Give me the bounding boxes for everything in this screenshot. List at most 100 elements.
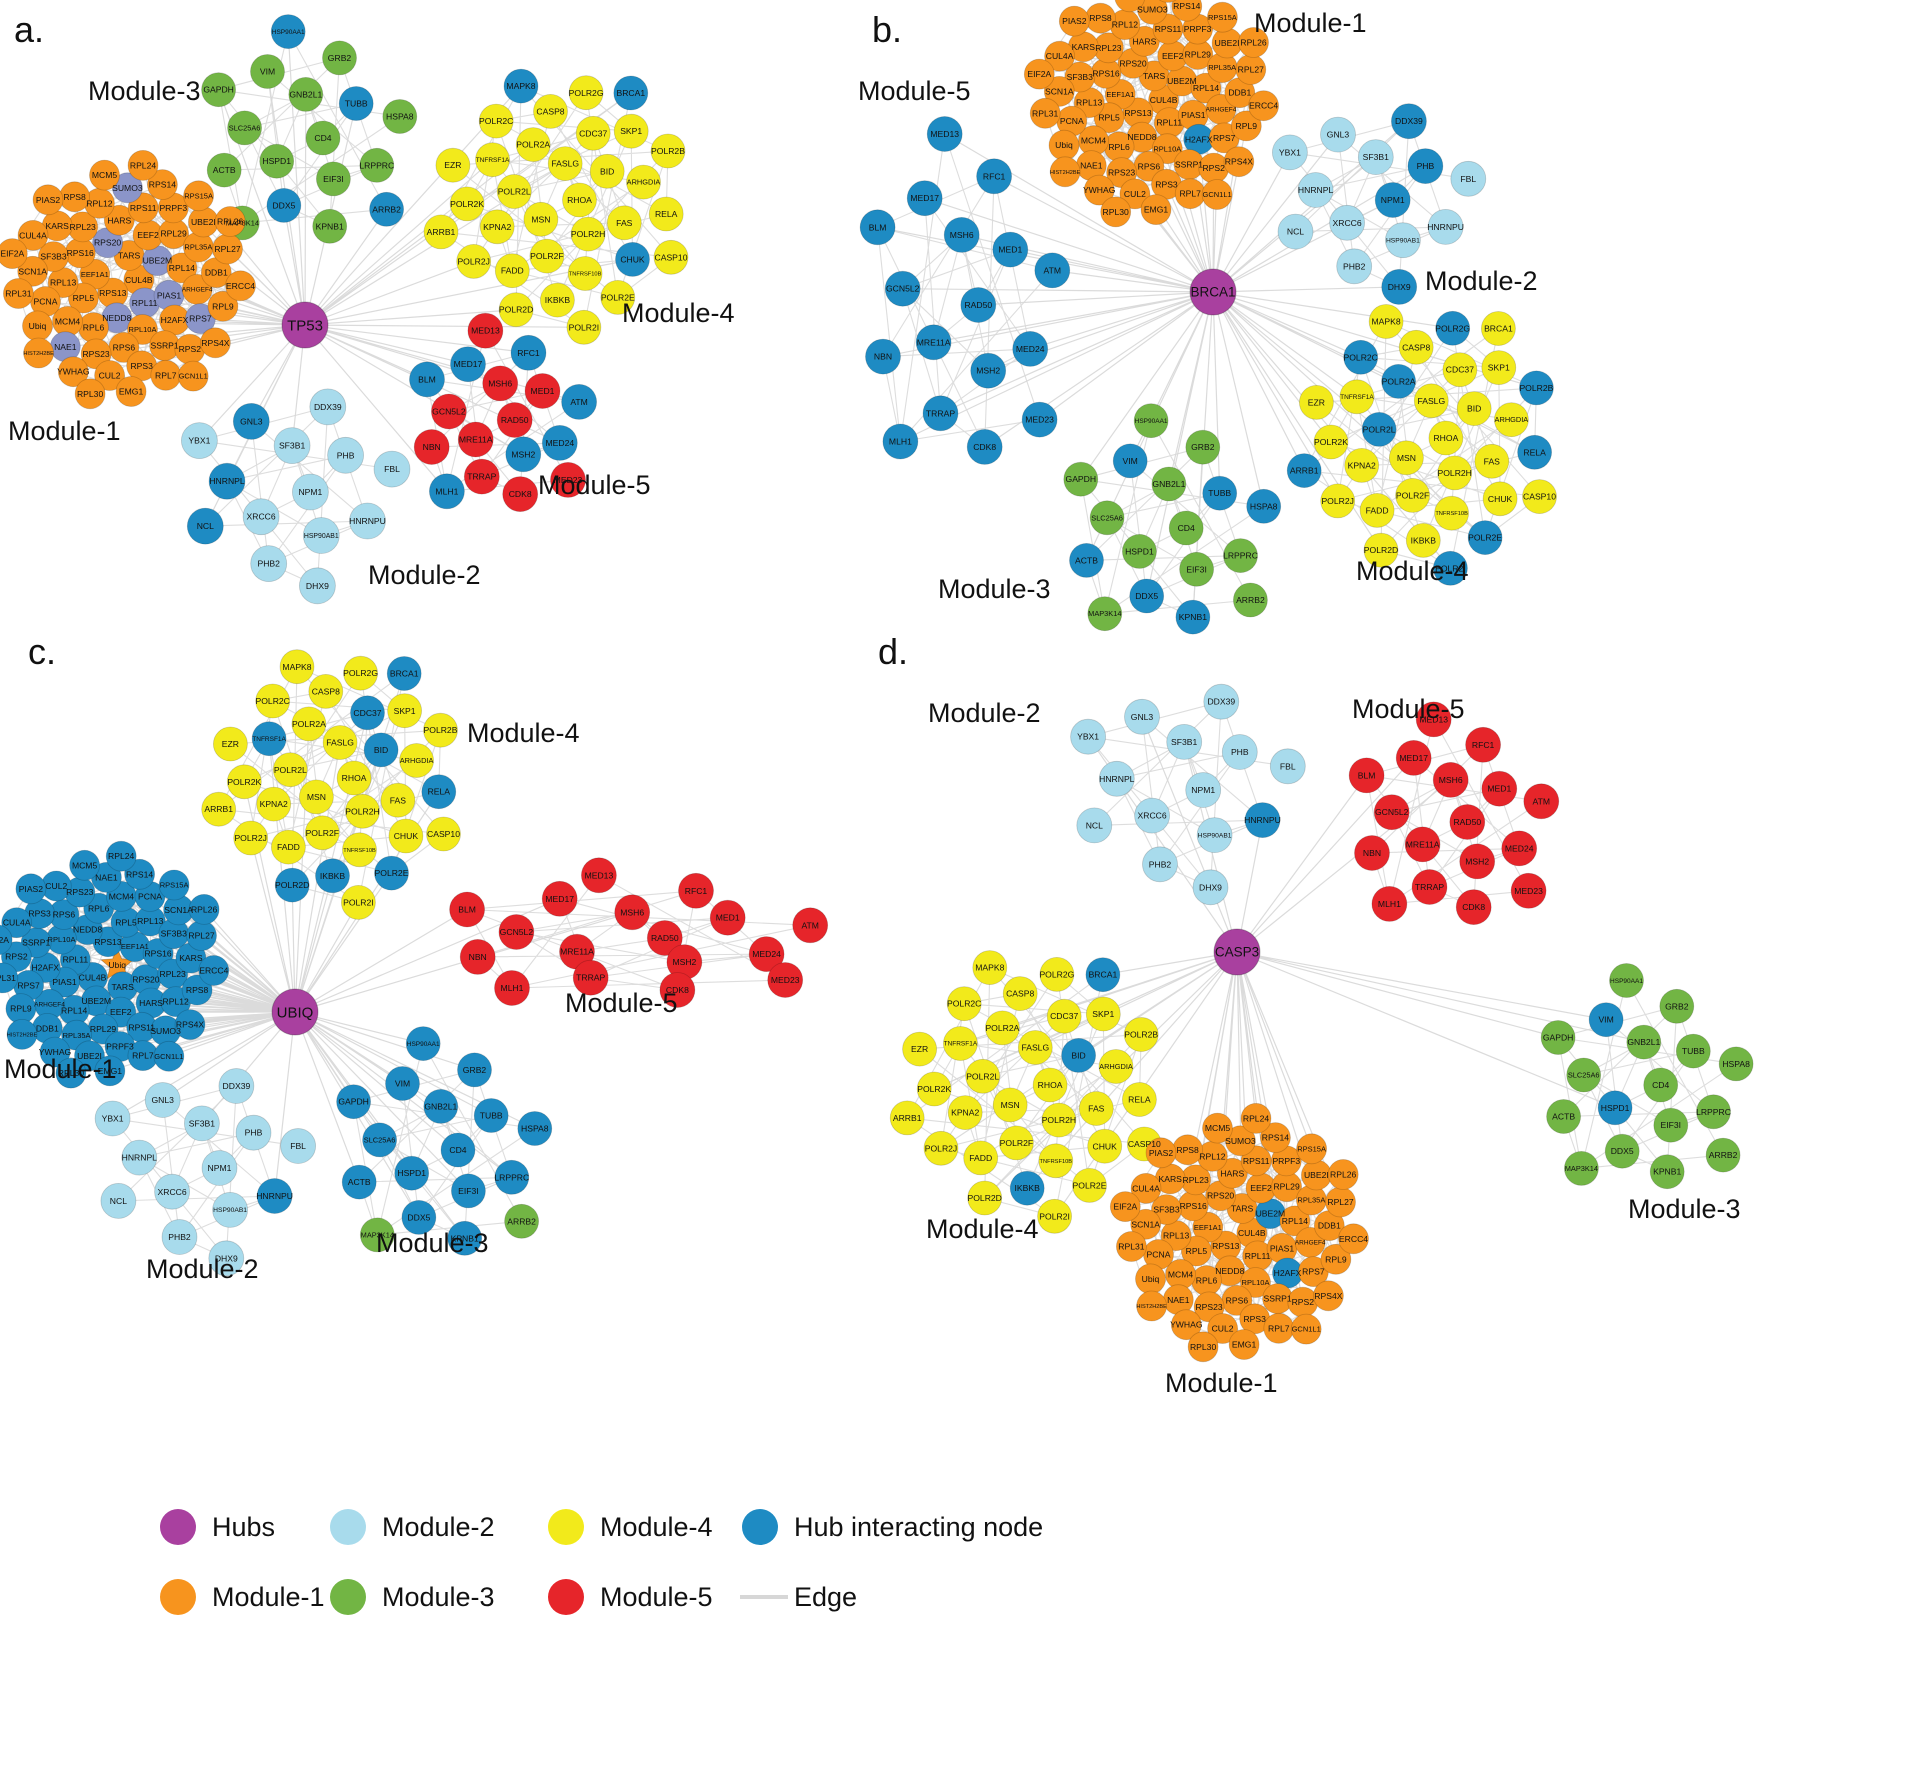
node-polr2c[interactable] (946, 986, 982, 1022)
node-cul4a[interactable] (17, 219, 49, 251)
node-polr2j[interactable] (923, 1130, 959, 1166)
node-rpl5[interactable] (1181, 1235, 1212, 1267)
node-brca1[interactable] (1481, 311, 1516, 346)
node-sf3b1[interactable] (183, 1105, 220, 1142)
node-rpl30[interactable] (1100, 196, 1132, 228)
node-rfc1[interactable] (678, 872, 714, 909)
node-hnrnpl[interactable] (121, 1139, 158, 1176)
node-polr2d[interactable] (274, 867, 310, 903)
node-rpl24[interactable] (1240, 1103, 1272, 1134)
node-polr2c[interactable] (1343, 339, 1379, 375)
node-polr2h[interactable] (1041, 1102, 1077, 1138)
node-actb[interactable] (1069, 543, 1104, 578)
node-polr2d[interactable] (967, 1180, 1003, 1216)
node-mcm5[interactable] (69, 849, 100, 881)
node-gnl3[interactable] (144, 1082, 181, 1118)
node-med24[interactable] (541, 424, 578, 461)
node-brca1[interactable] (1085, 957, 1121, 993)
node-ercc4[interactable] (225, 270, 256, 302)
node-cul4a[interactable] (1130, 1173, 1162, 1204)
node-casp10[interactable] (426, 816, 461, 852)
node-rpl26[interactable] (214, 206, 246, 237)
node-polr2f[interactable] (529, 238, 565, 274)
node-rpl30[interactable] (55, 1057, 87, 1089)
node-med1[interactable] (524, 373, 561, 409)
node-dhx9[interactable] (1381, 268, 1418, 305)
node-hnrnpl[interactable] (1297, 172, 1334, 208)
node-chuk[interactable] (1087, 1128, 1123, 1164)
node-rpl9[interactable] (1320, 1243, 1352, 1275)
node-casp10[interactable] (1522, 479, 1557, 515)
node-tnfrsf1a[interactable] (943, 1026, 978, 1061)
node-tnfrsf1a[interactable] (251, 721, 287, 757)
node-ercc4[interactable] (1248, 90, 1279, 122)
node-med17[interactable] (906, 180, 943, 217)
node-gapdh[interactable] (336, 1084, 372, 1120)
node-mapk8[interactable] (503, 68, 539, 104)
node-cdc37[interactable] (1046, 998, 1082, 1034)
node-polr2d[interactable] (1363, 532, 1399, 568)
node-ercc4[interactable] (198, 955, 230, 986)
node-hsp90ab1[interactable] (212, 1192, 249, 1228)
node-kpna2[interactable] (256, 786, 292, 822)
node-lrpprc[interactable] (1696, 1094, 1731, 1130)
node-cdc37[interactable] (1442, 352, 1478, 388)
node-gcn5l2[interactable] (884, 270, 921, 307)
node-vim[interactable] (1588, 1002, 1624, 1038)
node-polr2l[interactable] (965, 1058, 1001, 1094)
node-polr2e[interactable] (1467, 520, 1503, 555)
node-hars[interactable] (103, 204, 135, 236)
node-ncl[interactable] (100, 1183, 137, 1219)
node-blm[interactable] (1348, 757, 1385, 794)
node-mcm5[interactable] (89, 159, 120, 191)
node-kpna2[interactable] (1344, 447, 1380, 483)
node-slc25a6[interactable] (227, 110, 263, 146)
node-ikbkb[interactable] (1405, 523, 1441, 558)
node-rps15a[interactable] (1207, 1, 1238, 33)
node-mre11a[interactable] (1404, 826, 1441, 863)
node-bid[interactable] (1456, 391, 1492, 427)
node-rad50[interactable] (646, 920, 683, 956)
node-phb[interactable] (327, 436, 365, 474)
node-eif2a[interactable] (0, 238, 28, 269)
node-rpl24[interactable] (1153, 0, 1183, 3)
node-hsp90ab1[interactable] (302, 517, 340, 554)
node-polr2d[interactable] (498, 292, 534, 328)
node-hsp90aa1[interactable] (1609, 963, 1644, 998)
node-skp1[interactable] (387, 693, 423, 729)
node-fas[interactable] (1078, 1091, 1114, 1126)
node-ybx1[interactable] (94, 1100, 131, 1137)
node-ddx5[interactable] (1604, 1133, 1640, 1169)
node-hsp90aa1[interactable] (1133, 403, 1169, 439)
node-casp8[interactable] (1002, 976, 1038, 1011)
node-med17[interactable] (450, 346, 486, 383)
node-brca1[interactable] (386, 656, 422, 691)
node-vim[interactable] (1112, 443, 1148, 479)
node-rfc1[interactable] (976, 158, 1012, 195)
node-rps14[interactable] (124, 858, 156, 890)
node-mapk8[interactable] (1368, 304, 1404, 339)
node-npm1[interactable] (1374, 182, 1411, 218)
node-hspd1[interactable] (259, 143, 295, 179)
node-eif3i[interactable] (315, 161, 351, 197)
node-ercc4[interactable] (1338, 1223, 1369, 1255)
node-polr2h[interactable] (1437, 455, 1473, 491)
node-gapdh[interactable] (1063, 461, 1099, 497)
node-cd4[interactable] (1168, 510, 1204, 546)
node-dhx9[interactable] (208, 1240, 245, 1277)
node-mre11a[interactable] (915, 324, 952, 361)
node-cdc37[interactable] (350, 695, 385, 731)
node-rhoa[interactable] (1032, 1067, 1068, 1103)
node-mcm5[interactable] (1202, 1112, 1233, 1144)
node-fadd[interactable] (494, 253, 530, 289)
node-emg1[interactable] (1228, 1329, 1260, 1360)
node-polr2b[interactable] (1123, 1017, 1159, 1052)
node-eif2a[interactable] (1109, 1191, 1141, 1222)
node-mlh1[interactable] (494, 970, 530, 1006)
node-rps14[interactable] (1260, 1122, 1291, 1153)
node-sf3b1[interactable] (1166, 724, 1203, 760)
node-med23[interactable] (1510, 872, 1547, 909)
node-chuk[interactable] (1482, 481, 1518, 517)
node-sf3b1[interactable] (273, 427, 311, 465)
node-fas[interactable] (380, 782, 416, 818)
